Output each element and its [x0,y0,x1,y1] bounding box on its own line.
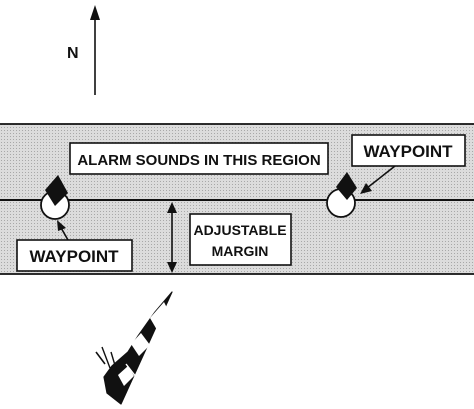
waypoint-flag-icon [326,172,357,218]
north-arrow-icon [90,5,100,95]
waypoint-left-label: WAYPOINT [29,247,119,266]
adjustable-margin-arrow [167,202,177,273]
waypoint-flag-icon [40,175,70,220]
waypoint-right-label-box [351,134,466,167]
adjustable-margin-label-line2: MARGIN [212,243,269,259]
adjustable-margin-label-box [189,213,292,266]
adjustable-margin-label-line1: ADJUSTABLE [193,222,286,238]
boat-icon [95,291,173,405]
alarm-region-label-box [69,142,329,175]
north-label: N [67,45,79,62]
waypoint-right-label: WAYPOINT [363,142,453,161]
waypoint-left-label-box [16,239,133,272]
waypoint-right-pointer [360,165,396,194]
waypoint-left-pointer [57,220,69,241]
alarm-region-label: ALARM SOUNDS IN THIS REGION [77,152,320,169]
